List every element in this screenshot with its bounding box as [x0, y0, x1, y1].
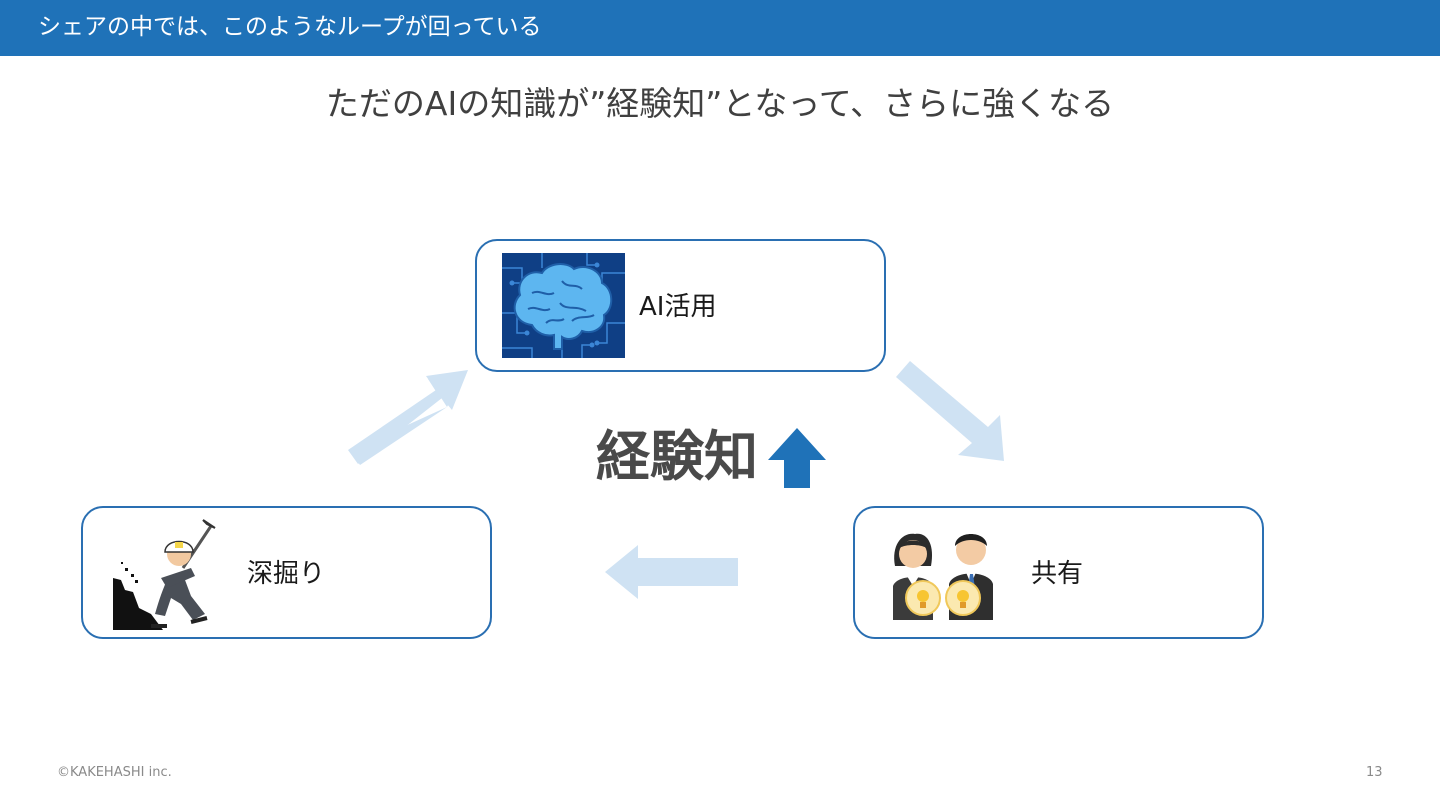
footer-page-number: 13	[1366, 765, 1383, 780]
slide-subtitle: ただのAIの知識が”経験知”となって、さらに強くなる	[325, 84, 1115, 123]
brain-circuit-icon	[502, 253, 625, 358]
footer-copyright: ©KAKEHASHI inc.	[57, 765, 172, 780]
card-deep-dive: 深掘り	[81, 506, 492, 639]
header-title: シェアの中では、このようなループが回っている	[38, 14, 542, 40]
card-label-ai-usage: AI活用	[639, 292, 717, 322]
card-label-sharing: 共有	[1031, 559, 1084, 589]
flow-arrow-ai-to-share	[896, 361, 1004, 461]
header-bar: シェアの中では、このようなループが回っている	[0, 0, 1440, 56]
card-label-deep-dive: 深掘り	[247, 559, 326, 589]
card-sharing: 共有	[853, 506, 1264, 639]
people-sharing-ideas-icon	[893, 533, 993, 620]
miner-digging-icon	[113, 519, 216, 630]
card-ai-usage: AI活用	[475, 239, 886, 372]
flow-arrow-share-to-dig	[605, 545, 738, 599]
center-label-experiential-knowledge: 経験知	[596, 425, 758, 488]
up-arrow-icon	[768, 428, 826, 488]
flow-arrow-dig-to-ai	[348, 370, 468, 465]
